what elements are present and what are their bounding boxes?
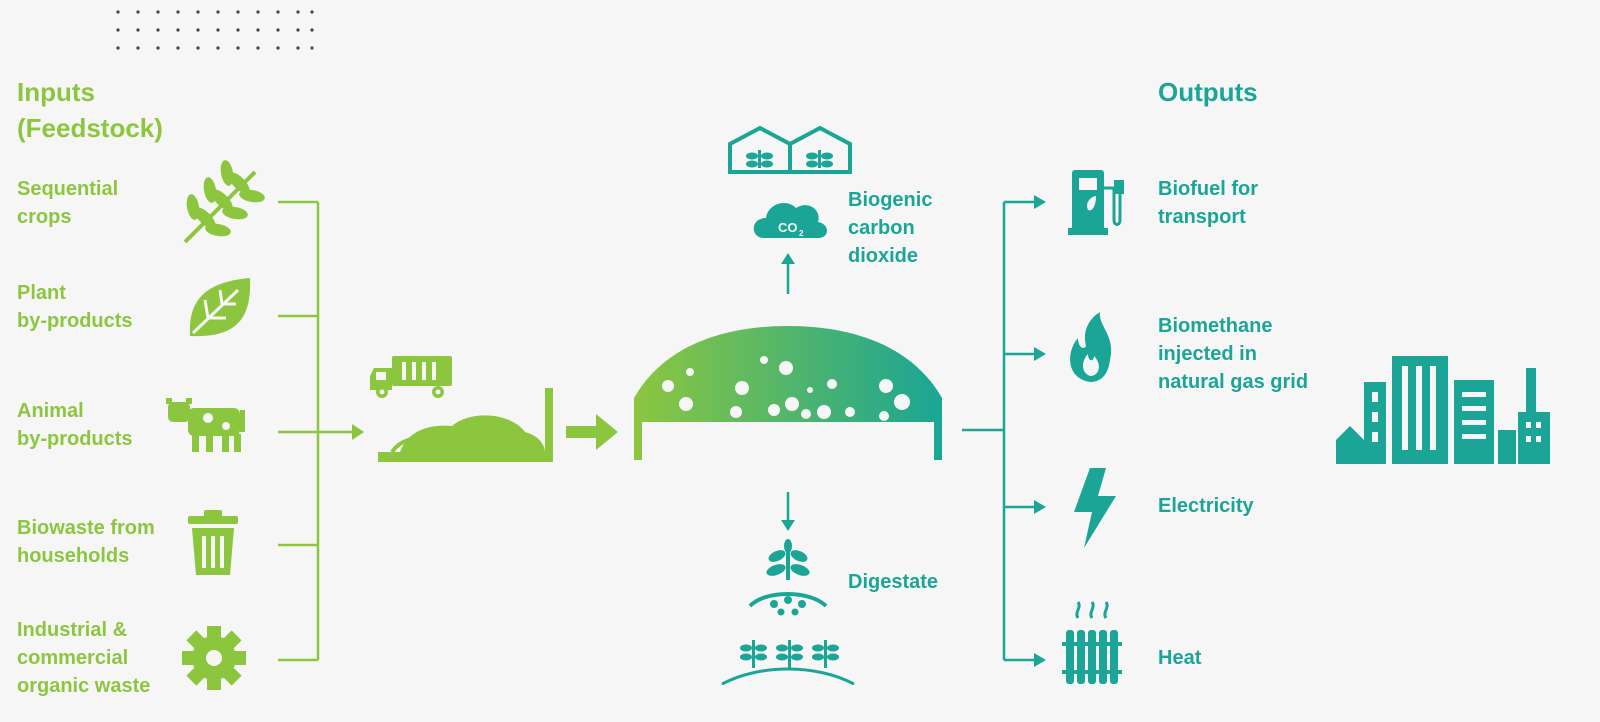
co2-badge-text: CO: [778, 220, 798, 235]
input-label-animal-by-products: Animal by-products: [17, 400, 133, 450]
waste-pile-icon: [378, 388, 553, 462]
output-label-electricity: Electricity: [1158, 495, 1254, 517]
dot-pattern: [116, 10, 314, 50]
input-label-plant-by-products: Plant by-products: [17, 282, 133, 332]
input-label-biowaste: Biowaste from households: [17, 517, 155, 567]
input-label-sequential-crops: Sequential crops: [17, 178, 119, 228]
co2-cloud-icon: CO 2: [753, 203, 827, 238]
digester-dome-icon: [634, 326, 942, 462]
output-arrow-heads: [1034, 195, 1046, 667]
output-label-biomethane: Biomethane injected in natural gas grid: [1158, 315, 1309, 393]
inputs-title: Inputs (Feedstock): [17, 77, 163, 143]
co2-subscript: 2: [799, 229, 804, 238]
digestate-plant-icon: [748, 539, 828, 616]
greenhouse-icon: [728, 125, 852, 174]
output-label-biofuel: Biofuel for transport: [1158, 178, 1258, 228]
cow-icon: [166, 398, 245, 452]
input-label-industrial-waste: Industrial & commercial organic waste: [17, 619, 151, 697]
output-connector-lines: [962, 200, 1036, 662]
big-arrow-right: [566, 414, 618, 450]
leaf-icon: [189, 278, 251, 337]
fuel-pump-icon: [1068, 170, 1124, 235]
input-connector-lines: [278, 200, 352, 662]
truck-icon: [370, 356, 452, 398]
co2-label: Biogenic carbon dioxide: [848, 189, 933, 267]
trash-bin-icon: [188, 510, 238, 575]
input-arrow-head: [352, 424, 364, 440]
digestate-label: Digestate: [848, 571, 939, 593]
lightning-icon: [1074, 468, 1116, 548]
output-label-heat: Heat: [1158, 647, 1202, 669]
up-arrow: [781, 253, 795, 294]
field-crops-icon: [721, 640, 855, 686]
wheat-icon: [183, 160, 265, 244]
city-skyline-icon: [1336, 356, 1550, 464]
flame-icon: [1070, 312, 1112, 382]
radiator-icon: [1062, 601, 1122, 684]
down-arrow: [781, 492, 795, 531]
outputs-title: Outputs: [1158, 77, 1258, 107]
gear-icon: [182, 626, 246, 690]
